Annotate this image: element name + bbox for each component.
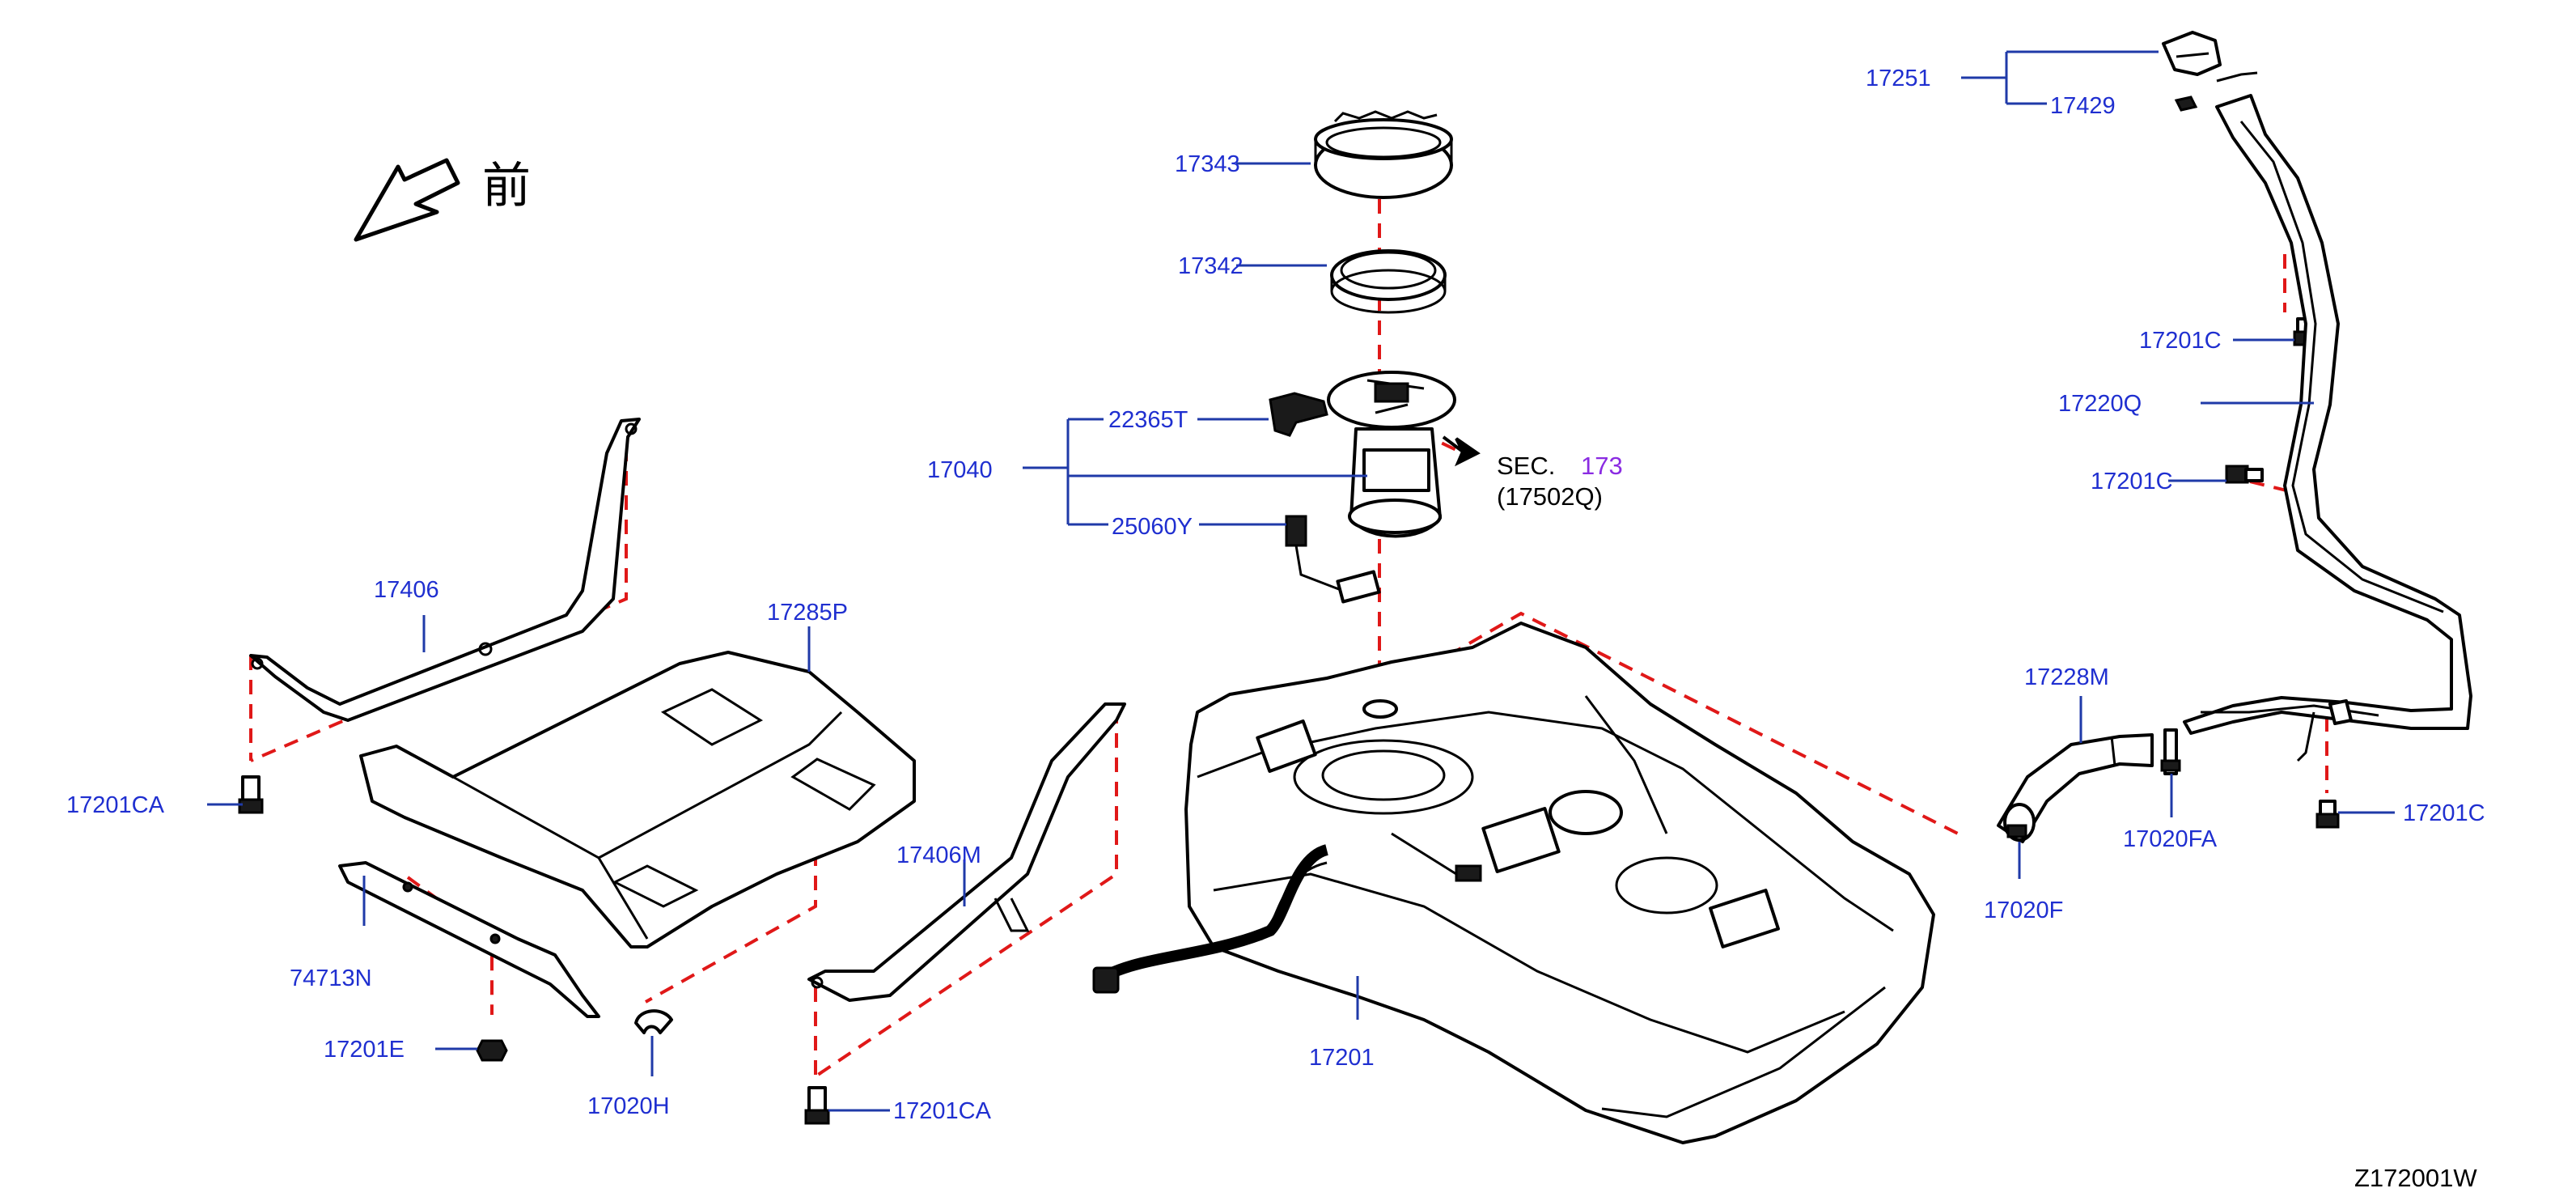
heat-insulator[interactable] xyxy=(359,651,916,948)
pressure-sensor[interactable] xyxy=(1269,392,1328,437)
filler-cap[interactable] xyxy=(2162,31,2258,83)
bolt-17201C-3[interactable] xyxy=(2315,800,2340,829)
hose-clamp-17020F[interactable] xyxy=(2003,803,2036,842)
label-17020F[interactable]: 17020F xyxy=(1984,898,2063,923)
bolt-17201C-2[interactable] xyxy=(2225,465,2264,484)
label-25060Y[interactable]: 25060Y xyxy=(1112,514,1193,540)
label-17020FA[interactable]: 17020FA xyxy=(2123,826,2218,852)
label-17201C-3[interactable]: 17201C xyxy=(2403,800,2485,826)
label-17285P[interactable]: 17285P xyxy=(767,600,848,626)
clip[interactable] xyxy=(634,1009,673,1034)
leader-lines xyxy=(207,50,2395,1112)
bolt-17201CA-bottom[interactable] xyxy=(804,1086,830,1125)
label-17406M[interactable]: 17406M xyxy=(896,842,981,868)
tank-strap-right[interactable] xyxy=(807,702,1126,1002)
bolt-17201CA-left[interactable] xyxy=(238,775,264,814)
front-indicator-text: 前 xyxy=(482,158,531,214)
label-17406[interactable]: 17406 xyxy=(374,577,439,603)
label-17201CA-bottom[interactable]: 17201CA xyxy=(893,1098,992,1124)
front-indicator: 前 xyxy=(354,158,531,242)
cap-tether[interactable] xyxy=(2174,95,2198,112)
label-17251[interactable]: 17251 xyxy=(1866,66,1931,91)
diagram-code: Z172001W xyxy=(2354,1164,2477,1192)
section-arrow-icon xyxy=(1442,435,1481,467)
gasket[interactable] xyxy=(1330,249,1447,314)
label-17429[interactable]: 17429 xyxy=(2050,93,2116,119)
label-17201E[interactable]: 17201E xyxy=(324,1037,405,1063)
nut-17201E[interactable] xyxy=(476,1039,508,1062)
lock-ring[interactable] xyxy=(1314,110,1453,199)
label-17201CA-left[interactable]: 17201CA xyxy=(66,792,165,818)
label-17201[interactable]: 17201 xyxy=(1309,1045,1375,1071)
fuel-level-gauge[interactable] xyxy=(1285,515,1381,604)
tank-strap-left[interactable] xyxy=(249,418,641,722)
label-17201C-1[interactable]: 17201C xyxy=(2139,328,2222,354)
label-17228M[interactable]: 17228M xyxy=(2024,664,2109,690)
label-74713N[interactable]: 74713N xyxy=(290,965,372,991)
filler-tube[interactable] xyxy=(2183,94,2472,762)
bracket[interactable] xyxy=(338,861,600,1018)
label-17343[interactable]: 17343 xyxy=(1175,151,1240,177)
section-part-number: (17502Q) xyxy=(1497,482,1603,511)
label-17040[interactable]: 17040 xyxy=(927,457,993,483)
label-17020H[interactable]: 17020H xyxy=(587,1093,670,1119)
section-number-link[interactable]: 173 xyxy=(1581,452,1623,480)
label-22365T[interactable]: 22365T xyxy=(1108,407,1188,433)
part-labels: 17251 17429 17343 17342 22365T 17040 250… xyxy=(66,66,2485,1124)
label-17220Q[interactable]: 17220Q xyxy=(2058,391,2142,417)
label-17201C-2[interactable]: 17201C xyxy=(2091,469,2173,494)
hose-clamp-17020FA[interactable] xyxy=(2160,728,2181,775)
fuel-pump-assembly[interactable] xyxy=(1327,371,1456,538)
filler-hose[interactable] xyxy=(1997,733,2154,843)
section-reference[interactable]: SEC. 173 (17502Q) xyxy=(1497,452,1623,511)
section-prefix: SEC. xyxy=(1497,452,1555,480)
front-arrow-icon xyxy=(354,158,460,242)
fuel-tank[interactable] xyxy=(1092,622,1935,1144)
label-17342[interactable]: 17342 xyxy=(1178,253,1244,279)
